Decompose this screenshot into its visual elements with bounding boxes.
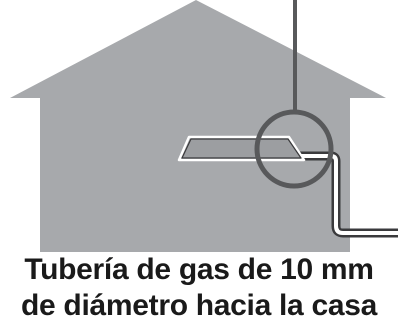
diagram-caption: Tubería de gas de 10 mm de diámetro haci… bbox=[0, 252, 398, 324]
gas-pipe-diagram bbox=[10, 0, 398, 252]
gas-meter-outline bbox=[181, 138, 302, 159]
gas-meter-icon bbox=[177, 135, 306, 162]
caption-line-1: Tubería de gas de 10 mm bbox=[24, 253, 374, 286]
caption-line-2: de diámetro hacia la casa bbox=[20, 289, 378, 322]
magnifier-circle-icon bbox=[254, 109, 334, 189]
gas-pipe-core bbox=[296, 154, 398, 235]
house-silhouette-icon bbox=[10, 0, 386, 252]
